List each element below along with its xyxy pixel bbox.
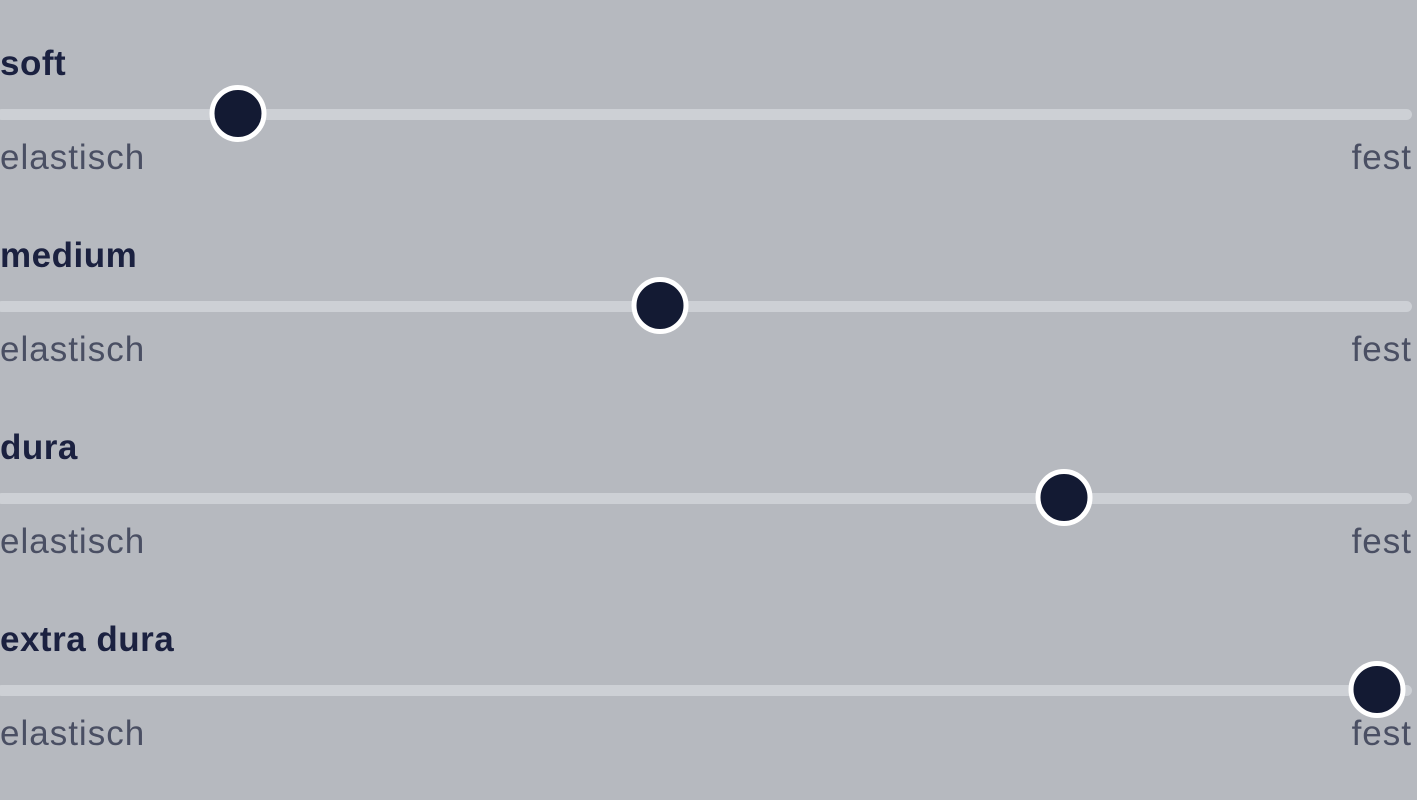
- slider-endpoint-labels: elastisch fest: [0, 332, 1412, 367]
- firmness-slider-soft[interactable]: [0, 85, 1417, 143]
- slider-row-extra-dura: extra dura elastisch fest: [0, 576, 1417, 768]
- slider-knob[interactable]: [1348, 661, 1406, 718]
- slider-title-soft: soft: [0, 44, 67, 83]
- slider-max-label: fest: [1351, 522, 1412, 561]
- slider-endpoint-labels: elastisch fest: [0, 716, 1412, 751]
- firmness-slider-extra-dura[interactable]: [0, 661, 1417, 719]
- firmness-slider-medium[interactable]: [0, 277, 1417, 335]
- slider-min-label: elastisch: [0, 522, 146, 561]
- slider-endpoint-labels: elastisch fest: [0, 524, 1412, 559]
- slider-min-label: elastisch: [0, 330, 146, 369]
- slider-track[interactable]: [0, 685, 1412, 696]
- slider-title-medium: medium: [0, 236, 138, 275]
- slider-track[interactable]: [0, 493, 1412, 504]
- slider-row-dura: dura elastisch fest: [0, 384, 1417, 576]
- slider-track[interactable]: [0, 301, 1412, 312]
- slider-max-label: fest: [1351, 714, 1412, 753]
- slider-title-dura: dura: [0, 428, 78, 467]
- firmness-slider-dura[interactable]: [0, 469, 1417, 527]
- slider-title-extra-dura: extra dura: [0, 620, 175, 659]
- slider-knob[interactable]: [1035, 469, 1093, 526]
- slider-knob[interactable]: [631, 277, 689, 334]
- slider-min-label: elastisch: [0, 138, 146, 177]
- slider-knob[interactable]: [209, 85, 267, 142]
- slider-row-medium: medium elastisch fest: [0, 192, 1417, 384]
- slider-endpoint-labels: elastisch fest: [0, 140, 1412, 175]
- slider-min-label: elastisch: [0, 714, 146, 753]
- slider-track[interactable]: [0, 109, 1412, 120]
- slider-max-label: fest: [1351, 138, 1412, 177]
- slider-row-soft: soft elastisch fest: [0, 0, 1417, 192]
- slider-max-label: fest: [1351, 330, 1412, 369]
